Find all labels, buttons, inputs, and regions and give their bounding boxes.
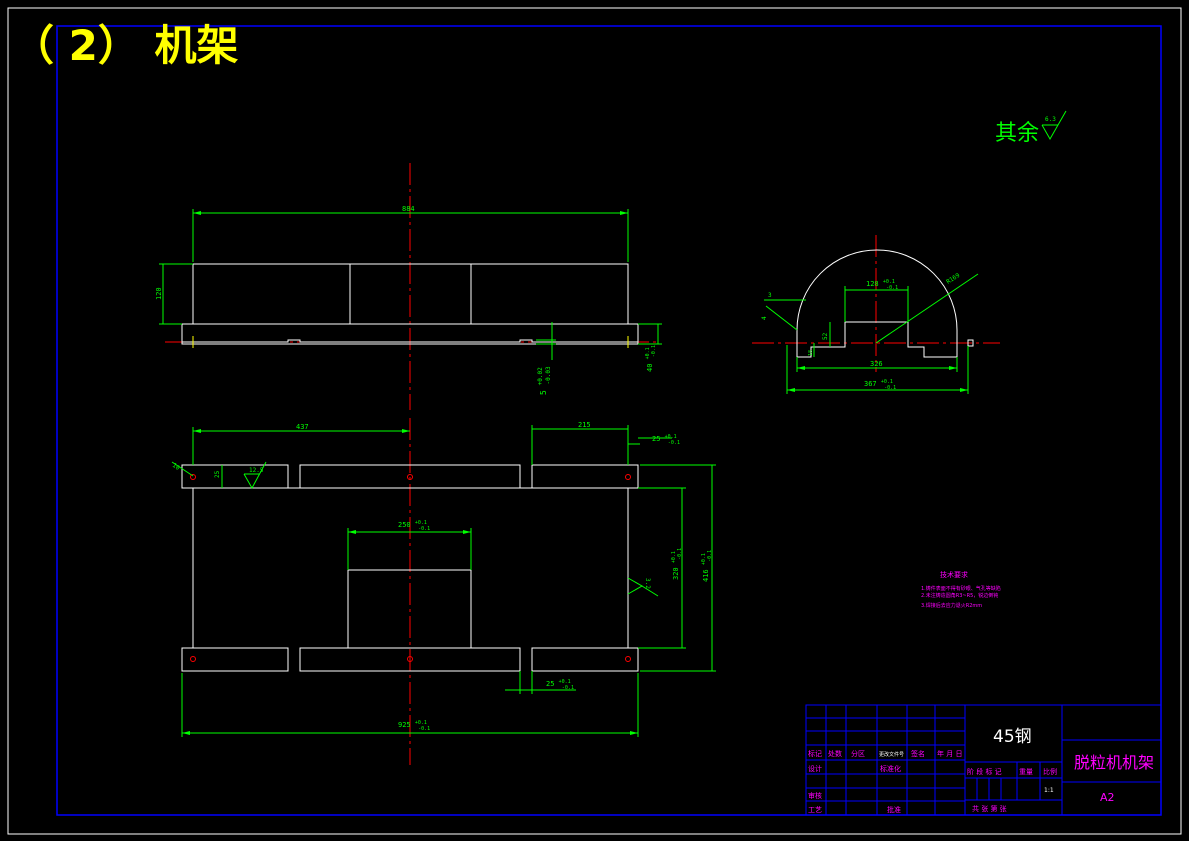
dim-front-40: 40 +0.1 -0.1 (643, 343, 657, 372)
tb-col-count: 处数 (828, 749, 842, 758)
dim-side-367: 367 +0.1 -0.1 (864, 377, 897, 391)
page-title: （ 2） 机架 (12, 21, 238, 70)
rail-bottom-right (531, 647, 639, 672)
tb-stage: 阶 段 标 记 (967, 767, 1002, 776)
roughness-3-2: 3.2 (644, 578, 651, 589)
front-base-plate (181, 323, 639, 345)
dim-side-18: 18 (808, 350, 814, 356)
surface-finish-note: 其余 6.3 (995, 110, 1067, 146)
note-item-2: 2.未注铸造圆角R3~R5，锐边倒钝 (921, 592, 998, 599)
dim-top-10: 10 (171, 462, 181, 472)
front-view: 884 120 40 +0.1 -0.1 5 +0.02 -0.03 (155, 163, 662, 410)
note-item-3: 3.焊接后去应力退火R2mm (921, 602, 982, 609)
tb-col-sign: 签名 (911, 749, 925, 758)
tb-sheet-count: 共 张 第 张 (972, 804, 1007, 813)
dim-side-4: 4 (761, 316, 768, 320)
dim-front-length: 884 (402, 205, 415, 213)
tb-col-change: 更改文件号 (879, 751, 904, 758)
dim-side-radius: R169 (945, 272, 961, 286)
dim-top-25-right: 25 +0.1 -0.1 (652, 432, 681, 446)
roughness-3-2-icon (627, 577, 644, 595)
title-block-text: 45钢 脱粒机机架 A2 1:1 标记 处数 分区 更改文件号 签名 年 月 日… (808, 727, 1154, 814)
tb-col-zone: 分区 (851, 749, 865, 758)
dim-top-320: 320 +0.1 -0.1 (669, 547, 683, 580)
roughness-12-5-icon (243, 461, 267, 490)
sheet-size: A2 (1100, 791, 1115, 804)
dim-top-437: 437 (296, 423, 309, 431)
note-item-1: 1.铸件表面不得有砂眼、气孔等缺陷 (921, 585, 1001, 592)
dim-side-52: 52 (822, 332, 829, 340)
part-name: 脱粒机机架 (1074, 753, 1154, 772)
tb-weight: 重量 (1019, 768, 1033, 776)
side-profile (797, 321, 958, 358)
dim-front-height: 120 (155, 287, 163, 300)
tb-col-mark: 标记 (808, 749, 822, 758)
tb-approve: 批准 (887, 805, 901, 814)
dim-top-25-left: 25 (214, 470, 221, 478)
outer-border (7, 7, 1182, 835)
tb-review: 审核 (808, 791, 822, 800)
dim-front-5: 5 +0.02 -0.03 (535, 362, 552, 395)
dim-top-925: 925 +0.1 -0.1 (398, 718, 431, 732)
roughness-symbol-icon (1041, 110, 1067, 141)
tb-process: 工艺 (808, 806, 822, 814)
dim-top-215: 215 (578, 421, 591, 429)
dim-side-326: 326 (870, 360, 883, 368)
dim-side-3: 3 (768, 292, 772, 299)
rail-top-right (531, 464, 639, 489)
material: 45钢 (993, 727, 1032, 747)
side-arch-outline (796, 249, 958, 343)
dim-side-128: 128 +0.1 -0.1 (866, 277, 899, 291)
title-block (805, 704, 1162, 816)
rail-top-left (181, 464, 289, 489)
tb-scale-label: 比例 (1043, 767, 1057, 776)
roughness-12-5: 12.5 (249, 467, 264, 474)
rail-bottom-center (299, 647, 521, 672)
surface-prefix: 其余 (995, 121, 1039, 146)
dim-top-250: 250 +0.1 -0.1 (398, 518, 431, 532)
scale-value: 1:1 (1044, 787, 1054, 794)
technical-notes: 技术要求 1.铸件表面不得有砂眼、气孔等缺陷 2.未注铸造圆角R3~R5，锐边倒… (921, 570, 1001, 609)
surface-roughness-value: 6.3 (1045, 116, 1056, 123)
rail-bottom-left (181, 647, 289, 672)
tb-col-date: 年 月 日 (937, 749, 962, 758)
inner-frame (56, 25, 1162, 816)
top-view: 437 215 25 +0.1 -0.1 10 25 12.5 250 +0. (171, 418, 716, 765)
dim-top-25-bottom: 25 +0.1 -0.1 (546, 677, 575, 691)
tb-standardization: 标准化 (880, 764, 901, 773)
notes-title: 技术要求 (940, 570, 968, 579)
dim-top-416: 416 +0.1 -0.1 (699, 549, 713, 582)
tb-design: 设计 (808, 764, 822, 773)
side-view: 128 +0.1 -0.1 R169 3 4 52 18 326 367 (752, 235, 1000, 394)
